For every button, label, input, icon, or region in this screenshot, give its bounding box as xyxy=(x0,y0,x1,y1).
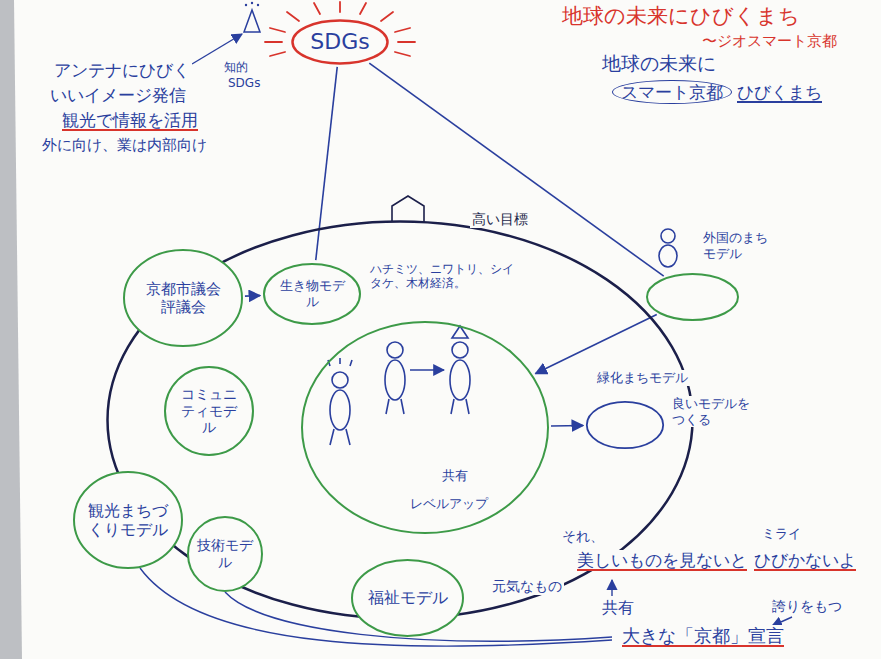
outline-shape xyxy=(585,400,665,450)
node-text: 福祉モデル xyxy=(368,588,448,607)
person-figure xyxy=(659,229,677,267)
outline-ellipse xyxy=(587,402,663,448)
node-text: 外国のまちモデル xyxy=(701,230,777,261)
antenna-symbol xyxy=(244,10,260,32)
model-ellipse: 緑化まちモデル良いモデルをつくる xyxy=(585,400,665,450)
leader-arrow xyxy=(611,580,612,596)
handwritten-note: 元気なもの xyxy=(490,578,564,595)
node-text: 観光まちづくりモデル xyxy=(88,501,168,539)
outline-ellipse xyxy=(74,472,182,568)
node-text: 良いモデルをつくる xyxy=(670,396,754,427)
model-circle: 技術モデル xyxy=(186,515,264,593)
slogan-subtitle: 〜ジオスマート京都 xyxy=(700,32,839,50)
node-text: コミュニティモデル xyxy=(176,386,242,436)
handwritten-note: 美しいものを見ないと xyxy=(575,550,749,570)
person-figure xyxy=(385,342,405,414)
handwritten-note: それ、 xyxy=(560,528,606,545)
handwritten-note: 観光で情報を活用 xyxy=(60,110,200,130)
handwritten-note: ひびかないよ xyxy=(752,550,858,570)
model-circle: 観光まちづくりモデル xyxy=(72,470,184,570)
outline-ellipse xyxy=(165,367,253,455)
antenna-dots xyxy=(245,2,259,6)
node-text: 京都市議会 評議会 xyxy=(140,280,227,316)
council-circle: 京都市議会 評議会 xyxy=(122,248,244,348)
node-text: 生き物モデル xyxy=(276,278,348,309)
connector-line xyxy=(316,67,337,260)
declaration-note: 大きな「京都」宣言 xyxy=(620,625,786,647)
connector-line xyxy=(245,295,260,297)
node-text: SDGs xyxy=(310,29,369,55)
outline-ellipse xyxy=(124,250,242,346)
handwritten-note: いいイメージ発信 xyxy=(48,85,188,105)
slogan-heading: 地球の未来にひびくまち xyxy=(560,4,802,29)
outline-ellipse xyxy=(293,21,388,64)
handwritten-note: アンテナにひびく xyxy=(52,60,192,80)
node-text: 高い目標 xyxy=(470,211,530,228)
paper-sheet xyxy=(14,0,881,659)
node-text: 緑化まちモデル xyxy=(595,370,690,386)
house-symbol xyxy=(392,196,424,222)
model-circle: 福祉モデル xyxy=(350,558,465,638)
person-figure xyxy=(328,358,352,445)
connector-line xyxy=(536,314,657,373)
goal-sun: SDGs xyxy=(290,18,390,66)
connector-line xyxy=(551,425,583,427)
node-text: レベルアップ xyxy=(408,496,490,512)
person-figure xyxy=(450,326,470,414)
node-text: 共有 xyxy=(440,468,470,484)
slogan-note: 地球の未来に xyxy=(600,52,718,75)
small-note: SDGs xyxy=(226,76,262,90)
slogan-note: ひびくまち xyxy=(735,82,824,102)
outline-ellipse xyxy=(188,517,262,591)
small-note: ミライ xyxy=(760,526,803,542)
outline-ellipse xyxy=(352,560,463,636)
handwritten-note: 誇りをもつ xyxy=(770,598,844,615)
outline-shape xyxy=(645,272,740,322)
handwritten-note: ハチミツ、ニワトリ、シイタケ、木材経済。 xyxy=(368,262,522,291)
slogan-note: スマート京都 xyxy=(612,80,732,104)
sharing-circle: 共有レベルアップ xyxy=(300,320,550,535)
sun-rays xyxy=(265,2,415,56)
pass-arrow xyxy=(410,369,444,371)
outline-ellipse xyxy=(647,274,738,320)
outline-ellipse xyxy=(264,264,360,324)
model-ellipse: 外国のまちモデル xyxy=(645,272,740,322)
model-circle: 生き物モデル xyxy=(262,262,362,326)
node-text: 技術モデル xyxy=(197,537,253,571)
handwritten-note: 共有 xyxy=(600,598,636,617)
handwritten-note: 外に向け、業は内部向け xyxy=(40,136,209,154)
outline-ellipse xyxy=(302,322,548,533)
small-note: 知的 xyxy=(222,60,250,74)
model-circle: コミュニティモデル xyxy=(163,365,255,457)
